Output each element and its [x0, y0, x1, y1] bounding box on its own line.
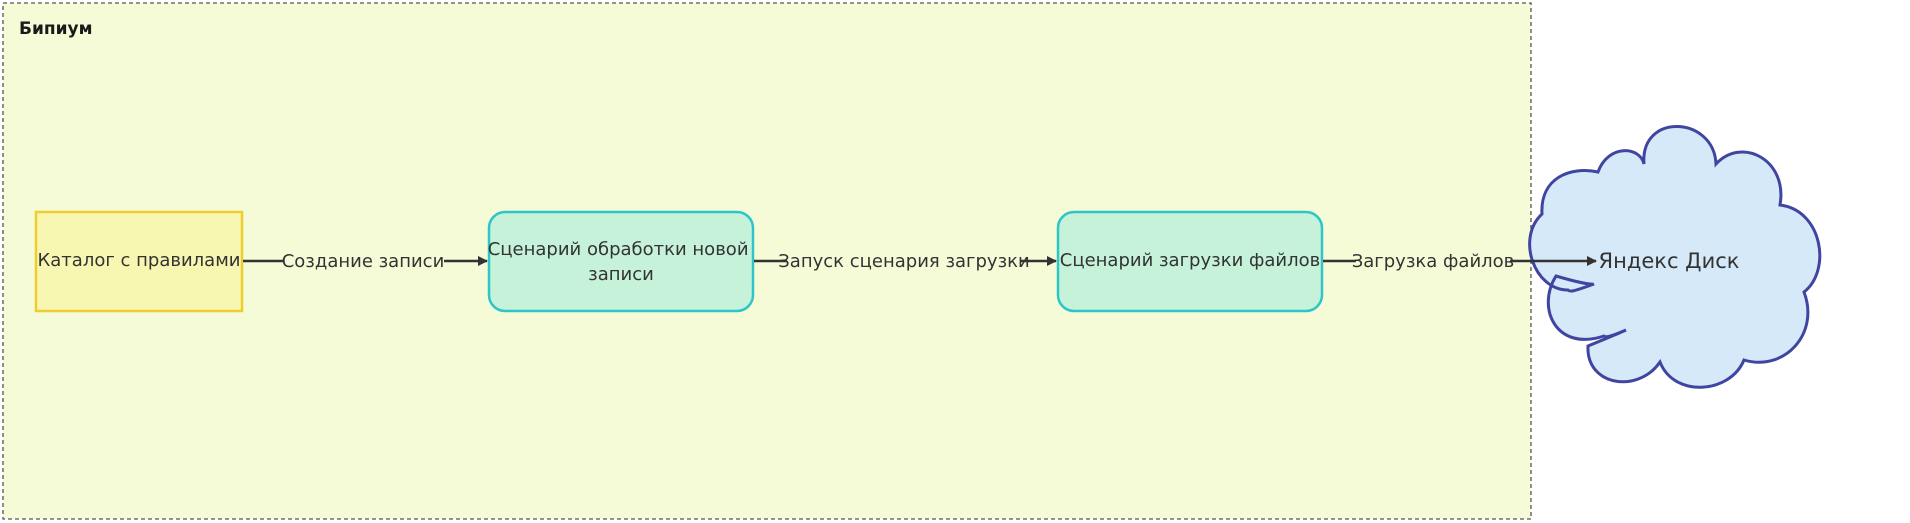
- group-title: Бипиум: [19, 19, 93, 39]
- node-upload-scenario[interactable]: Сценарий загрузки файлов: [1056, 210, 1324, 313]
- edge-upload-files[interactable]: Загрузка файлов: [1323, 251, 1597, 272]
- node-yandex-cloud: [1528, 125, 1822, 389]
- node-processing-label: Сценарий обработки новой записи: [488, 239, 755, 285]
- node-upload-label: Сценарий загрузки файлов: [1060, 250, 1320, 271]
- node-yandex-label: Яндекс Диск: [1599, 249, 1740, 273]
- node-upload-box: [1056, 210, 1324, 313]
- edge-upload-files-label: Загрузка файлов: [1352, 251, 1515, 272]
- edge-start-upload[interactable]: Запуск сценария загрузки: [754, 251, 1057, 272]
- edge-create-record-label: Создание записи: [282, 251, 445, 272]
- node-processing-box: [487, 210, 755, 313]
- node-catalog[interactable]: Каталог с правилами: [34, 210, 244, 313]
- edge-start-upload-label: Запуск сценария загрузки: [778, 251, 1029, 272]
- node-processing-label-line2: записи: [588, 264, 654, 285]
- node-catalog-label: Каталог с правилами: [38, 250, 241, 271]
- node-yandex-disk[interactable]: Яндекс Диск: [1490, 125, 1822, 393]
- node-processing-scenario[interactable]: Сценарий обработки новой записи: [487, 210, 755, 313]
- node-catalog-box: [34, 210, 244, 313]
- node-processing-label-line1: Сценарий обработки новой: [488, 239, 749, 260]
- edge-create-record[interactable]: Создание записи: [243, 251, 488, 272]
